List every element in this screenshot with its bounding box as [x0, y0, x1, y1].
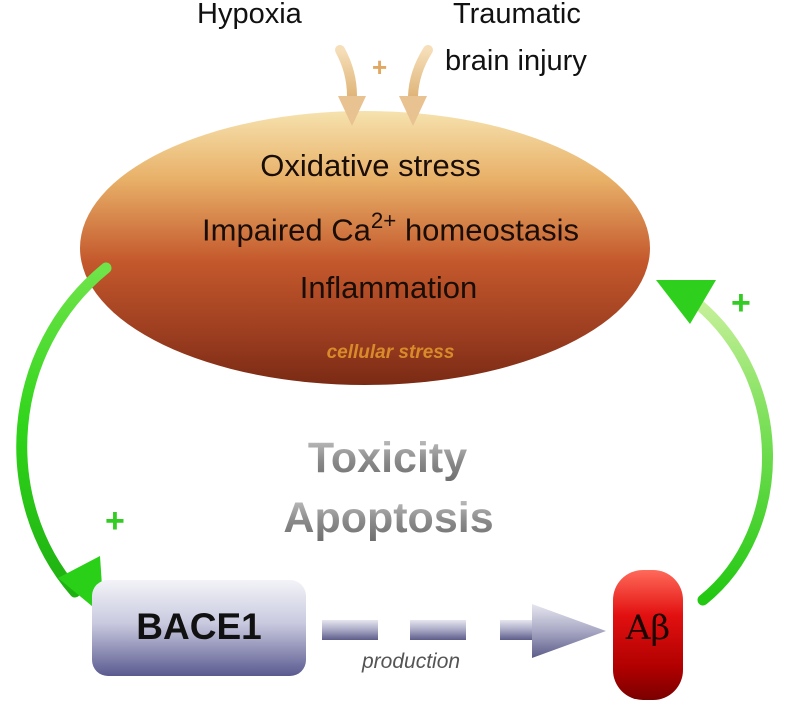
tbi-input-arrow	[408, 45, 433, 101]
abeta-to-stress-arrow	[691, 297, 773, 606]
calcium-charge: 2+	[370, 208, 397, 233]
hypoxia-input-arrowhead	[338, 96, 366, 126]
hypoxia-input-arrow	[335, 45, 357, 101]
inflammation-label: Inflammation	[299, 270, 478, 305]
production-dash-3	[500, 620, 534, 640]
calcium-homeostasis-label: Impaired Ca2+ homeostasis	[0, 208, 783, 248]
calcium-label-pre: Impaired Ca	[202, 212, 371, 248]
toxicity-label: Toxicity	[0, 434, 780, 483]
bace1-box	[92, 580, 306, 676]
oxidative-stress-label: Oxidative stress	[260, 148, 481, 183]
cellular-stress-caption: cellular stress	[326, 342, 455, 363]
production-label: production	[362, 650, 461, 673]
production-arrowhead	[532, 604, 606, 658]
bace1-label: BACE1	[136, 606, 262, 647]
hypoxia-label: Hypoxia	[197, 0, 302, 30]
traumatic-label: Traumatic	[453, 0, 581, 30]
abeta-pill	[613, 570, 683, 700]
abeta-label: Aβ	[625, 608, 671, 648]
inputs-plus-sign: +	[372, 52, 388, 82]
apoptosis-label: Apoptosis	[0, 494, 781, 543]
right-feedback-plus: +	[731, 284, 751, 322]
production-dash-1	[322, 620, 378, 640]
tbi-input-arrowhead	[399, 96, 427, 126]
abeta-to-stress-arrowhead	[656, 280, 716, 324]
brain-injury-label: brain injury	[445, 45, 587, 77]
left-feedback-plus: +	[105, 502, 125, 540]
production-dash-2	[410, 620, 466, 640]
calcium-label-post: homeostasis	[396, 212, 579, 248]
cellular-stress-ellipse	[80, 111, 650, 385]
stress-to-bace1-arrow	[16, 262, 112, 598]
